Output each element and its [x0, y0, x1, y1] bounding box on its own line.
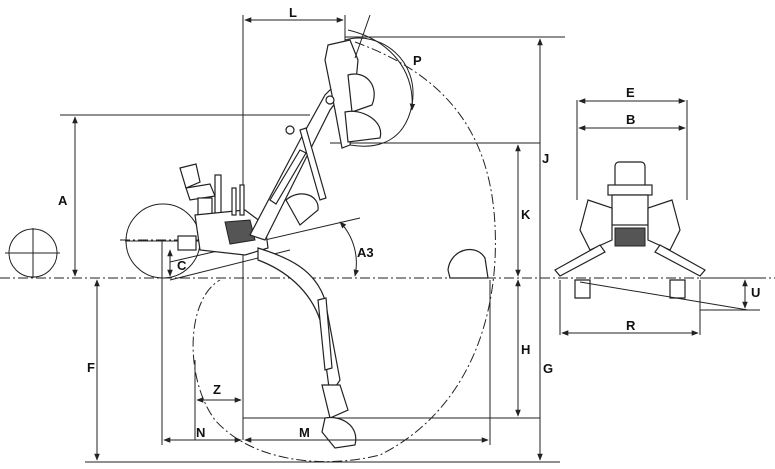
label-N: N: [196, 425, 205, 440]
label-P: P: [413, 53, 422, 68]
label-H: H: [521, 342, 530, 357]
label-C: C: [177, 258, 187, 273]
label-K: K: [521, 207, 531, 222]
label-G: G: [543, 361, 553, 376]
label-J: J: [542, 151, 549, 166]
backhoe-frame: [177, 184, 269, 256]
dimension-labels: L P A J K A3 C E B U R F H G Z N M: [58, 5, 760, 440]
reference-lines: [60, 15, 565, 463]
label-L: L: [289, 5, 297, 20]
bucket-raised: [344, 73, 382, 143]
label-A3: A3: [357, 245, 374, 260]
label-U: U: [751, 285, 760, 300]
label-M: M: [299, 425, 310, 440]
rear-view: [554, 100, 760, 335]
label-F: F: [87, 360, 95, 375]
label-B: B: [626, 112, 635, 127]
operator-seat: [179, 163, 222, 217]
label-E: E: [626, 85, 635, 100]
label-Z: Z: [213, 382, 221, 397]
dimension-arrows: [72, 14, 748, 461]
front-wheel: [5, 228, 60, 278]
boom-raised: [249, 39, 359, 241]
label-R: R: [626, 318, 636, 333]
bucket-mid: [285, 193, 319, 226]
label-A: A: [58, 193, 68, 208]
bucket-ground: [447, 248, 489, 279]
